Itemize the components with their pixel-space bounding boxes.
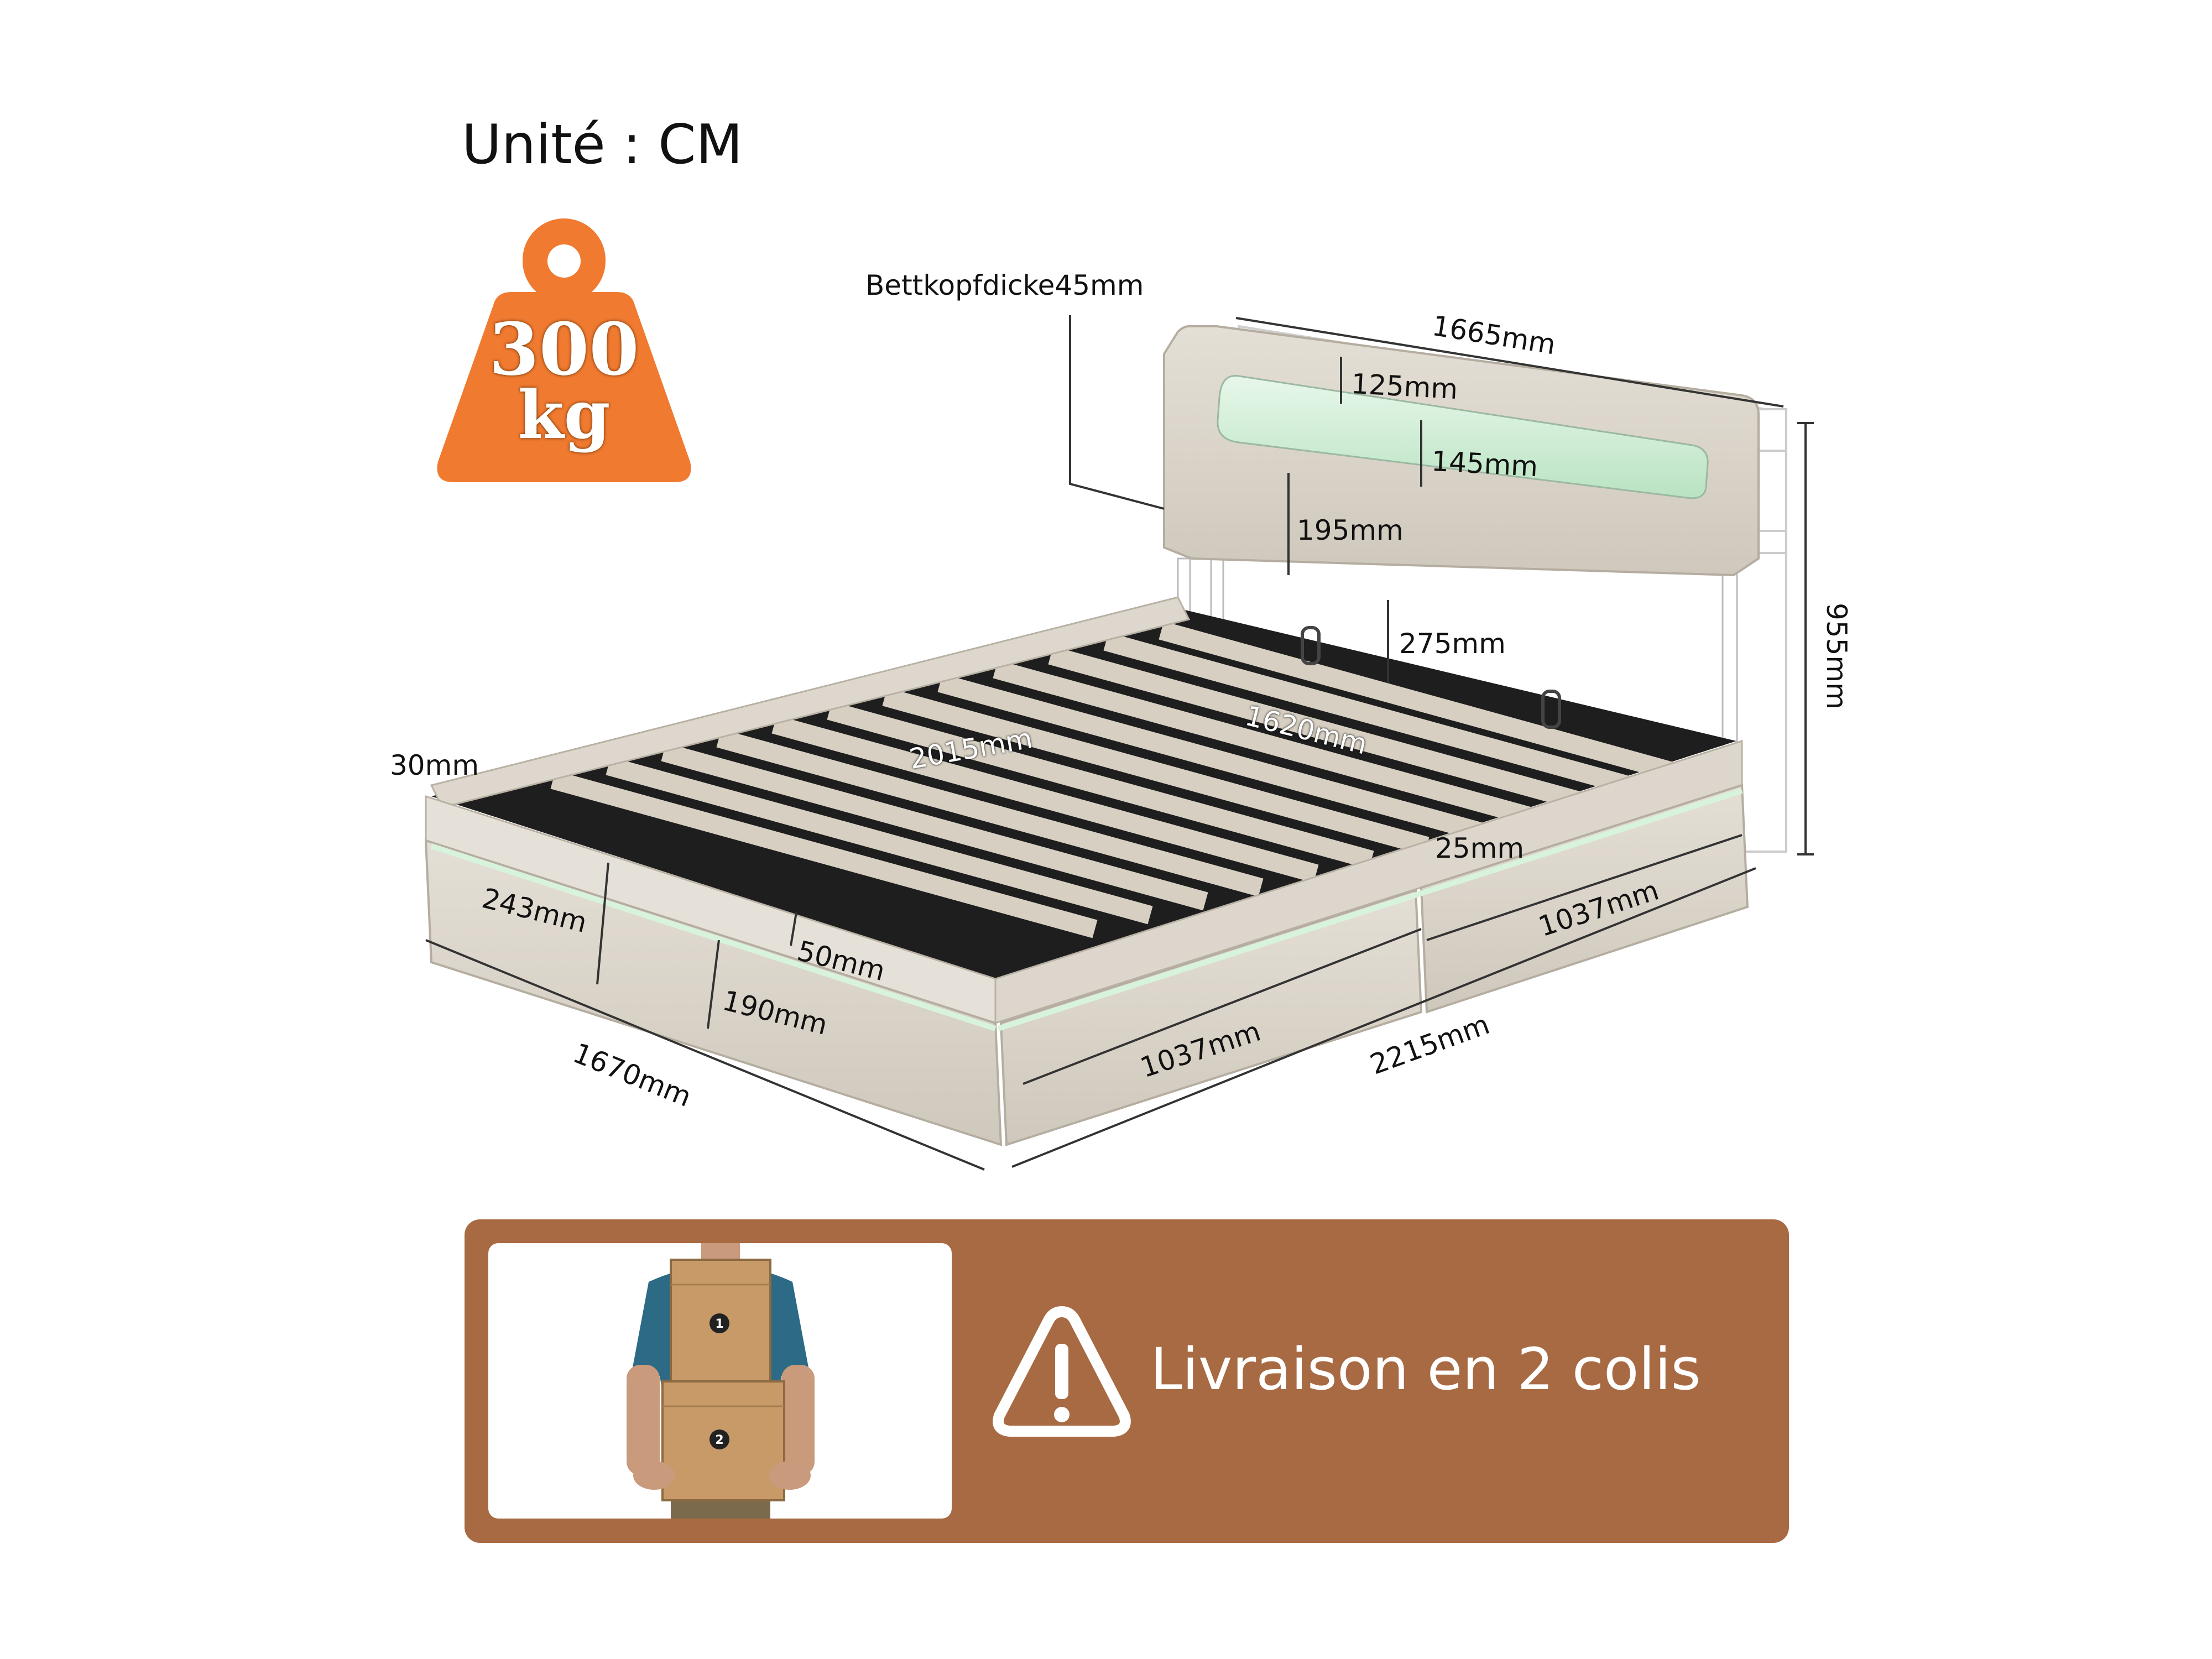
box-1-label: 1	[715, 1317, 723, 1331]
dim-leg-gap: 275mm	[1399, 628, 1506, 660]
headboard	[1163, 325, 1760, 577]
delivery-panel: 1 2 Livraison en 2 colis	[465, 1219, 1789, 1543]
warning-icon	[993, 1305, 1131, 1438]
person-carrying-boxes-illustration: 1 2	[627, 1243, 815, 1519]
dim-headboard-lower: 195mm	[1297, 514, 1404, 546]
box-2-label: 2	[715, 1433, 723, 1447]
weight-badge: 300 kg	[426, 210, 702, 487]
weight-icon	[437, 218, 691, 482]
dim-slat-gap: 25mm	[1435, 832, 1525, 864]
dim-light-top: 125mm	[1350, 368, 1459, 406]
bed-illustration	[424, 315, 1814, 1171]
weight-unit: kg	[518, 376, 611, 454]
dimension-lines	[425, 315, 1814, 1171]
slats	[550, 621, 1695, 938]
delivery-photo: 1 2	[488, 1243, 952, 1519]
unit-label: Unité : CM	[462, 113, 743, 176]
dim-light-height: 145mm	[1430, 445, 1539, 483]
dim-top-edge: 30mm	[390, 749, 479, 781]
dim-total-height: 955mm	[1820, 603, 1853, 709]
bed-diagram: Bettkopfdicke45mm 1665mm 125mm 145mm 195…	[390, 269, 1853, 1171]
weight-value: 300	[489, 307, 639, 392]
delivery-message: Livraison en 2 colis	[1150, 1335, 1701, 1403]
dim-headboard-thickness: Bettkopfdicke45mm	[865, 269, 1144, 301]
